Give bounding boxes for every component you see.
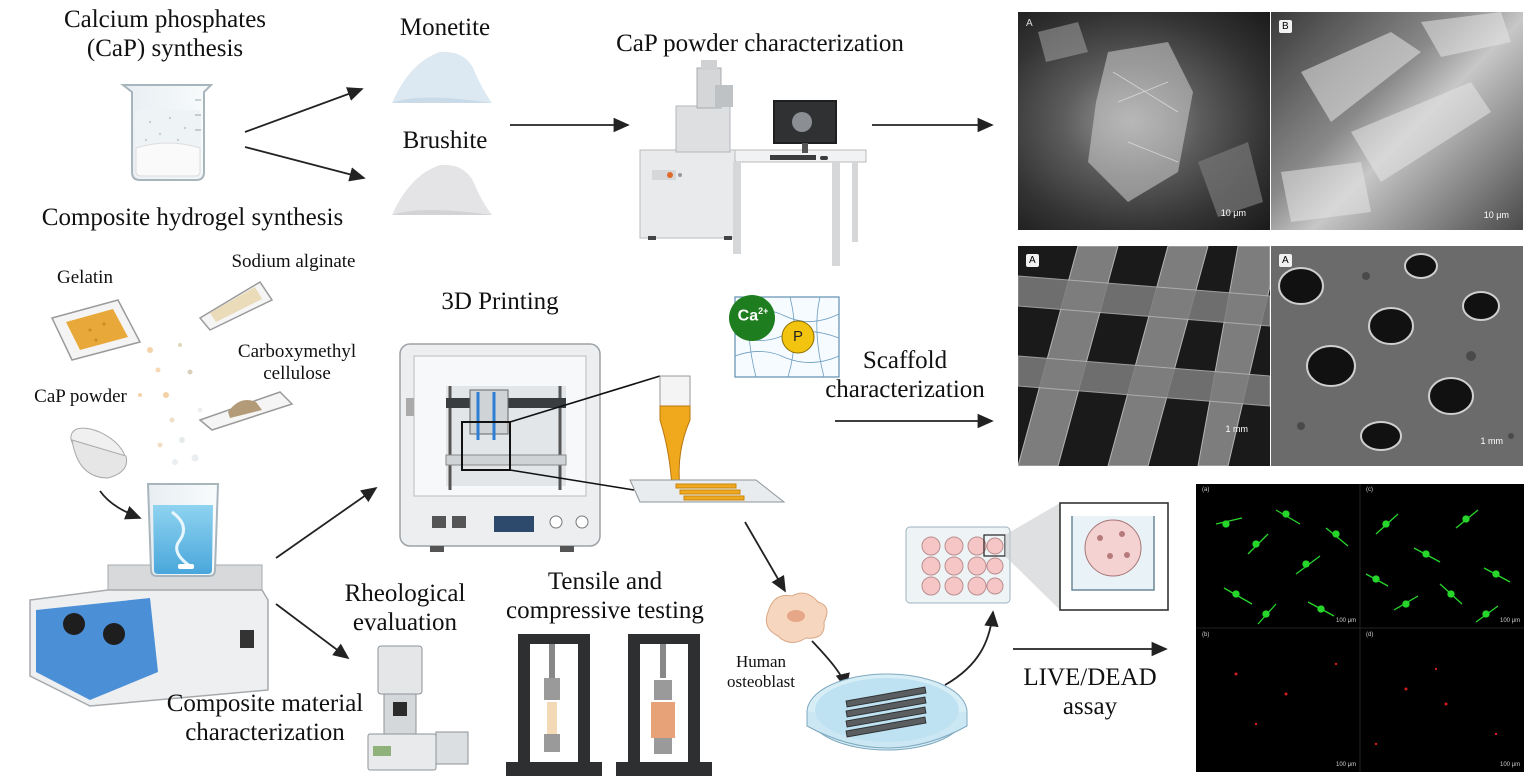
well-plate <box>905 502 1169 611</box>
composite-synthesis-title: Composite hydrogel synthesis <box>41 204 344 231</box>
fluor-scale-label: 100 μm <box>1500 762 1521 768</box>
sem-brushite-texture <box>1281 12 1511 222</box>
fluor-panel-tag: (b) <box>1202 632 1210 638</box>
arrow-dish-to-plate <box>944 610 999 686</box>
tensile-tester-2 <box>616 634 712 776</box>
cap-powder-bowl <box>70 427 128 479</box>
petri-dish <box>806 673 968 751</box>
fluor-scale-label: 100 μm <box>1500 618 1521 624</box>
sem-scale-label: 1 mm <box>1225 424 1249 434</box>
sem-scaffold-pores <box>1278 253 1514 451</box>
sem-panel-tag: A <box>1026 254 1039 267</box>
printing-title: 3D Printing <box>441 288 559 315</box>
sem-monetite-panel: A 10 μm <box>1018 12 1270 230</box>
cmc-label: Carboxymethyl cellulose <box>237 341 357 384</box>
hotplate-stirrer <box>29 483 269 707</box>
fluor-panel-tag: (d) <box>1366 632 1374 638</box>
fluor-scale-label: 100 μm <box>1336 762 1357 768</box>
powder-char-title: CaP powder characterization <box>616 30 904 57</box>
sem-scale-label: 10 μm <box>1220 208 1246 218</box>
scaffold-char-title: Scaffold characterization <box>825 347 985 403</box>
calcium-ion-label: Ca2+ <box>737 306 769 325</box>
cap-synthesis-title: Calcium phosphates (CaP) synthesis <box>63 6 267 62</box>
3d-printer <box>399 343 661 552</box>
sem-scaffold-panel-1: A 1 mm <box>1018 246 1270 466</box>
osteoblast-cell <box>765 592 828 643</box>
live-dead-micrographs <box>1196 484 1524 772</box>
sem-scaffold-panel-2: A 1 mm <box>1271 246 1523 466</box>
gelatin-tray <box>50 299 142 361</box>
live-dead-panel: (a) (c) (b) (d) 100 μm 100 μm 100 μm 100… <box>1196 484 1524 772</box>
sem-scale-label: 1 mm <box>1480 436 1504 446</box>
fluor-scale-label: 100 μm <box>1336 618 1357 624</box>
phosphate-ion-label: P <box>792 328 803 345</box>
falling-particles <box>138 343 203 465</box>
live-dead-title: LIVE/DEAD assay <box>1023 664 1157 720</box>
arrow-to-printer <box>275 486 378 559</box>
brushite-powder <box>392 164 492 215</box>
composite-char-title: Composite material characterization <box>166 690 364 746</box>
flow-arrows <box>99 87 1168 690</box>
arrow-powder-to-beaker <box>99 490 142 520</box>
hydrogel-network <box>729 295 840 378</box>
fluor-panel-tag: (c) <box>1366 487 1373 493</box>
monetite-powder <box>392 51 492 103</box>
sem-panel-tag: B <box>1279 20 1292 33</box>
brushite-label: Brushite <box>402 127 488 154</box>
tensile-tester-1 <box>506 634 602 776</box>
alginate-tray <box>198 280 274 331</box>
sem-panel-tag: A <box>1026 18 1033 29</box>
sem-monetite-texture <box>1038 22 1263 217</box>
arrow-to-monetite <box>244 87 364 133</box>
sem-scaffold-grid <box>1018 246 1270 466</box>
arrow-to-rheometer <box>275 603 350 660</box>
sem-instrument <box>639 60 867 266</box>
fluor-panel-tag: (a) <box>1202 487 1210 493</box>
rheometer <box>367 645 469 771</box>
sodium-alginate-label: Sodium alginate <box>231 251 356 272</box>
tensile-title: Tensile and compressive testing <box>506 568 704 624</box>
osteoblast-label: Human osteoblast <box>727 652 795 691</box>
gelatin-label: Gelatin <box>57 267 113 288</box>
sem-panel-tag: A <box>1279 254 1292 267</box>
monetite-label: Monetite <box>399 14 491 41</box>
sem-scale-label: 10 μm <box>1483 210 1509 220</box>
arrow-to-osteoblast <box>744 521 786 593</box>
cap-powder-label: CaP powder <box>34 386 127 407</box>
arrow-to-brushite <box>244 146 366 182</box>
rheology-title: Rheological evaluation <box>344 580 466 636</box>
nozzle-zoom <box>629 375 786 503</box>
synthesis-beaker <box>120 84 214 181</box>
cmc-tray <box>198 391 294 431</box>
sem-brushite-panel: B 10 μm <box>1271 12 1523 230</box>
